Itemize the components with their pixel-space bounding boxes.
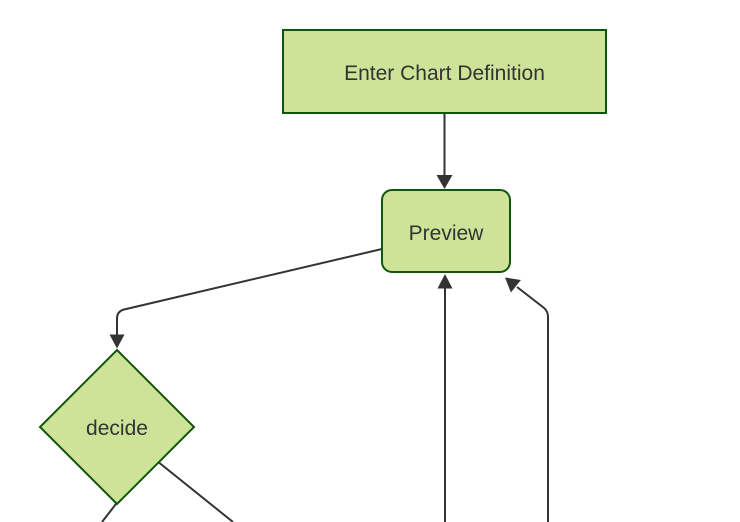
arrowhead-upleft-icon bbox=[505, 277, 521, 293]
node-label: Enter Chart Definition bbox=[344, 62, 545, 85]
edge-offscreen-to-preview-corner bbox=[505, 277, 549, 522]
node-preview: Preview bbox=[381, 189, 511, 273]
edge-decide-to-offscreen-left bbox=[101, 501, 119, 522]
arrowhead-down-icon bbox=[109, 334, 125, 349]
edge-line bbox=[516, 286, 549, 522]
edge-preview-to-decide bbox=[109, 248, 383, 349]
edge-line bbox=[156, 460, 234, 522]
rectangle-shape bbox=[282, 29, 607, 114]
diamond-shape bbox=[38, 348, 196, 506]
node-label: decide bbox=[86, 417, 148, 440]
edge-decide-to-offscreen-right bbox=[156, 460, 234, 522]
edge-offscreen-to-preview-center bbox=[437, 274, 453, 522]
edge-line bbox=[116, 248, 383, 335]
edge-line bbox=[101, 501, 119, 522]
rounded-rectangle-shape bbox=[381, 189, 511, 273]
node-enter-chart-definition: Enter Chart Definition bbox=[282, 29, 607, 114]
node-label: Preview bbox=[409, 222, 485, 245]
arrowhead-down-icon bbox=[436, 175, 453, 189]
arrowhead-up-icon bbox=[437, 274, 453, 289]
edge-enter-chart-definition-to-preview bbox=[436, 113, 453, 189]
node-decide: decide bbox=[38, 348, 196, 506]
